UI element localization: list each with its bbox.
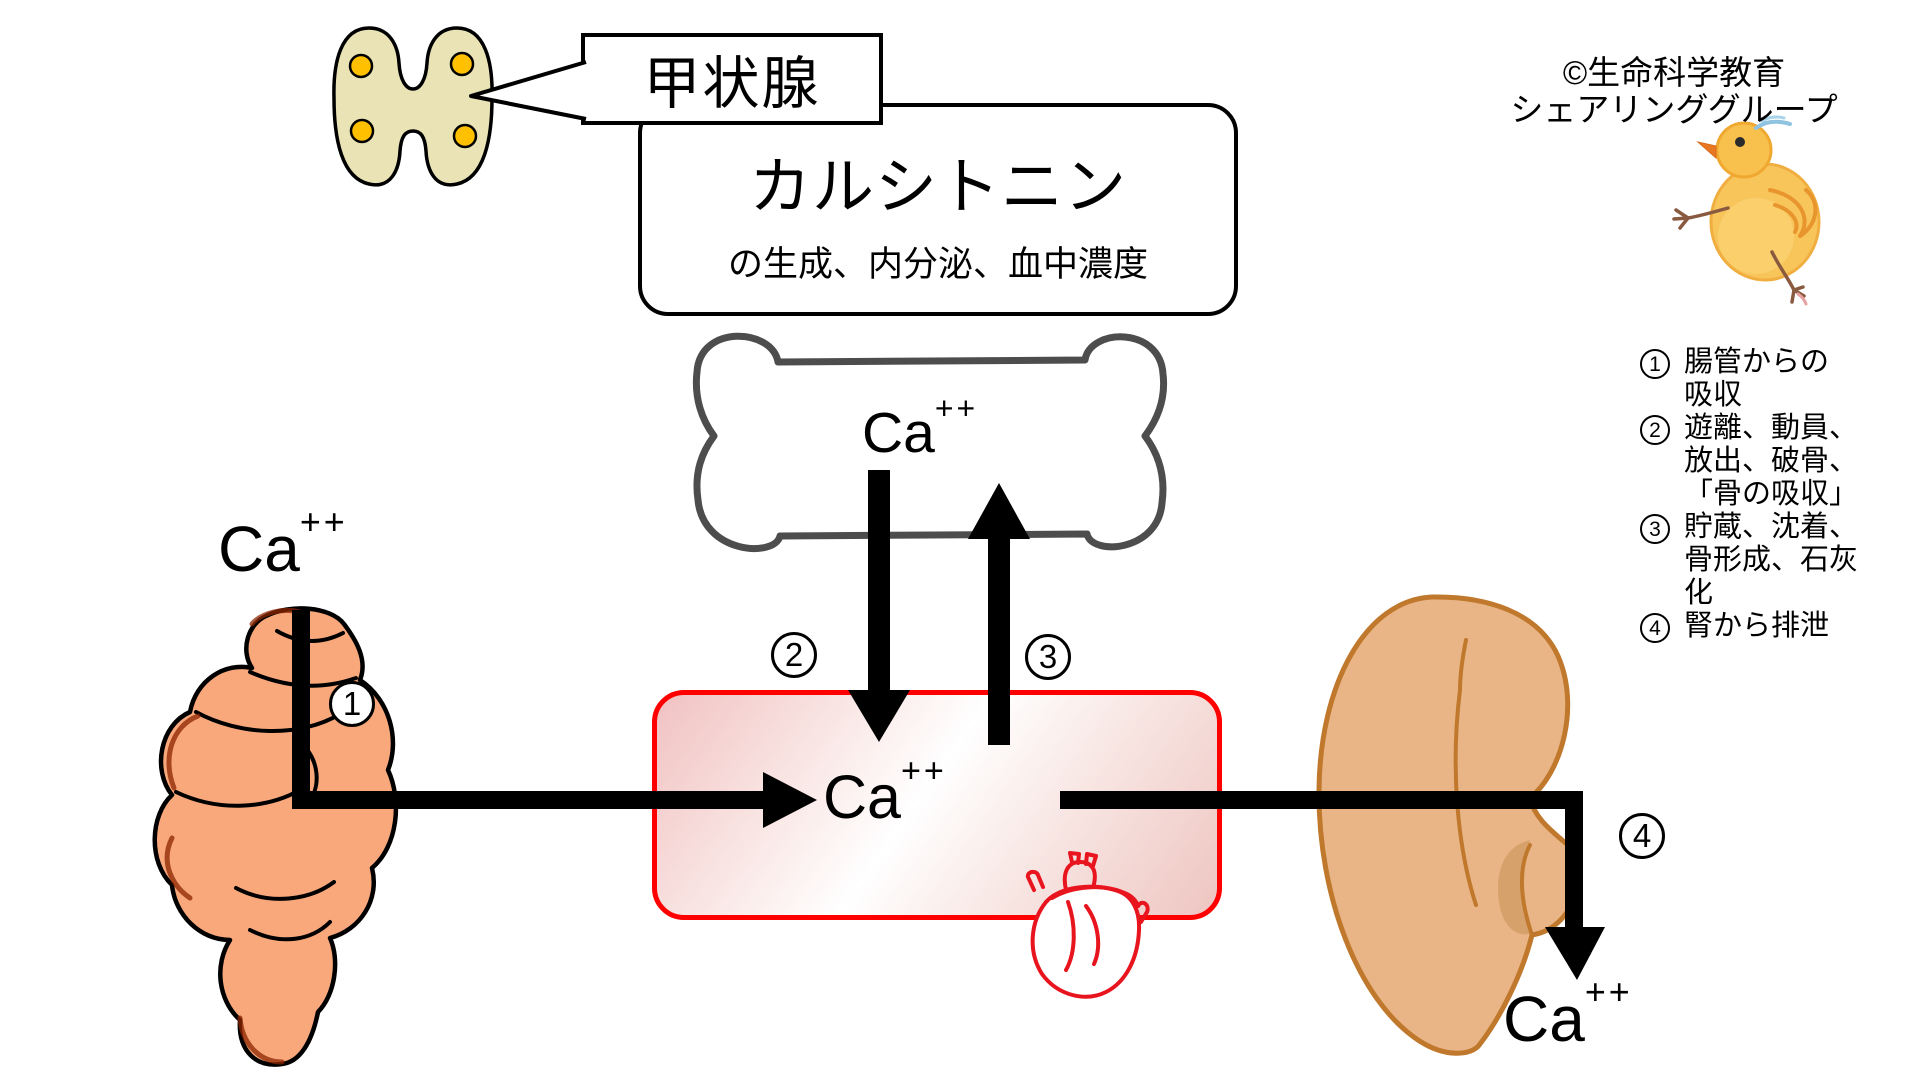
kidney-vessels [1453, 638, 1534, 937]
calcitonin-subtitle: の生成、内分泌、血中濃度 [727, 245, 1148, 284]
ca-base: Ca [862, 401, 935, 465]
chick-wing [1768, 188, 1818, 238]
step-marker-4: 4 [1619, 813, 1665, 859]
calcitonin-box: カルシトニン の生成、内分泌、血中濃度 [638, 103, 1238, 316]
chick-legs [1672, 206, 1806, 304]
legend-item-1: 1 腸管からの 吸収 [1640, 346, 1910, 412]
legend-item-4: 4 腎から排泄 [1640, 610, 1910, 643]
parathyroid-dot [449, 51, 475, 77]
chick-body-highlight [1718, 198, 1794, 274]
chick-icon [1672, 115, 1821, 306]
legend-list: 1 腸管からの 吸収 2 遊離、動員、 放出、破骨、 「骨の吸収」 3 貯蔵、沈… [1640, 346, 1910, 643]
thyroid-callout-label: 甲状腺 [643, 52, 821, 116]
step-marker-3: 3 [1025, 634, 1071, 680]
thyroid-gland-shape [332, 26, 494, 187]
legend-text-4: 腎から排泄 [1684, 610, 1830, 642]
chick-foot-blush [1796, 292, 1808, 306]
ca-sup: ++ [1584, 971, 1633, 1012]
thyroid-callout-box: 甲状腺 [581, 33, 883, 125]
intestine-folds [174, 629, 358, 942]
legend-marker-4: 4 [1640, 613, 1670, 643]
step-digit: 3 [1038, 638, 1058, 675]
parathyroid-dot [452, 123, 478, 149]
intestine-shading [164, 608, 303, 1065]
parathyroid-dot [348, 53, 374, 79]
legend-item-2: 2 遊離、動員、 放出、破骨、 「骨の吸収」 [1640, 412, 1910, 511]
copyright-credit: ©生命科学教育 シェアリンググループ [1498, 54, 1850, 128]
chick-beak [1696, 141, 1717, 160]
ca-label-blood: Ca++ [823, 752, 947, 832]
ca-sup: ++ [299, 501, 348, 542]
legend-marker-3: 3 [1640, 514, 1670, 544]
copyright-line1: ©生命科学教育 [1562, 54, 1786, 91]
chick-eye [1735, 137, 1745, 147]
legend-marker-2: 2 [1640, 415, 1670, 445]
legend-item-3: 3 貯蔵、沈着、 骨形成、石灰 化 [1640, 511, 1910, 610]
ca-base: Ca [823, 763, 901, 831]
ca-label-bone: Ca++ [862, 390, 978, 466]
calcitonin-title: カルシトニン [748, 153, 1127, 222]
step-digit: 1 [342, 685, 362, 722]
chick-body [1709, 162, 1821, 282]
ca-base: Ca [1503, 983, 1585, 1055]
chick-head [1715, 121, 1773, 179]
callout-pointer [469, 60, 587, 121]
kidney-hilum-shadow [1498, 840, 1534, 935]
intestine-icon [152, 606, 399, 1067]
intestine-body [152, 606, 399, 1067]
step-digit: 4 [1632, 817, 1652, 854]
parathyroid-dot [349, 118, 375, 144]
step-digit: 2 [784, 636, 804, 673]
legend-text-2: 遊離、動員、 放出、破骨、 「骨の吸収」 [1684, 412, 1859, 510]
legend-text-3: 貯蔵、沈着、 骨形成、石灰 化 [1684, 511, 1859, 609]
ca-label-intestine: Ca++ [218, 502, 348, 586]
step-marker-1: 1 [329, 681, 375, 727]
legend-text-1: 腸管からの 吸収 [1684, 346, 1830, 411]
ca-sup: ++ [934, 389, 979, 426]
ca-sup: ++ [900, 752, 947, 791]
step-marker-2: 2 [771, 632, 817, 678]
copyright-line2: シェアリンググループ [1510, 91, 1838, 128]
ca-label-kidney: Ca++ [1503, 972, 1633, 1056]
thyroid-gland-icon [332, 26, 494, 187]
ca-base: Ca [218, 513, 300, 585]
legend-marker-1: 1 [1640, 349, 1670, 379]
